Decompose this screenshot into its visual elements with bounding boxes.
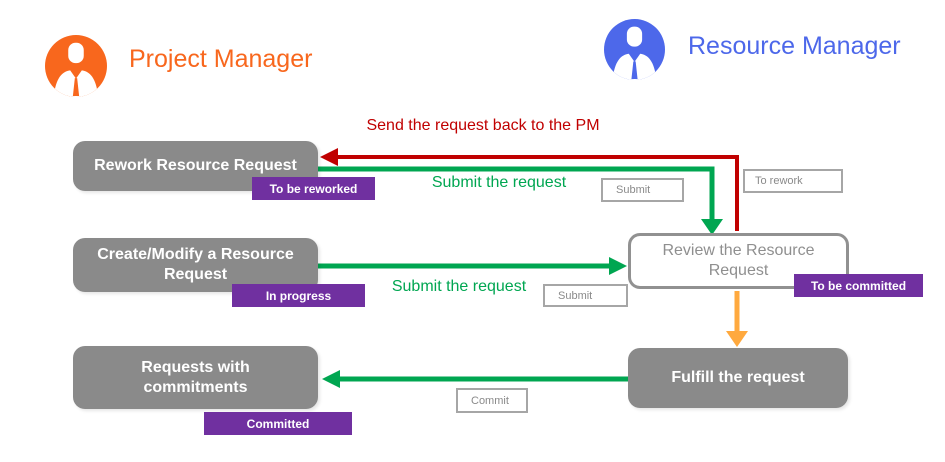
arrowhead-commit xyxy=(322,370,340,388)
status-badge-to-be-reworked: To be reworked xyxy=(252,177,375,200)
arrowhead-send-back xyxy=(320,148,338,166)
commit-button[interactable]: Commit xyxy=(456,388,528,413)
status-badge-committed: Committed xyxy=(204,412,352,435)
node-label: Review the Resource Request xyxy=(662,242,815,279)
edge-label-submit-rework: Submit the request xyxy=(431,174,567,191)
node-label: Rework Resource Request xyxy=(94,157,297,174)
node-review-resource-request: Review the Resource Request xyxy=(628,233,849,289)
pm-avatar xyxy=(45,35,107,97)
submit-button-create[interactable]: Submit xyxy=(543,284,628,307)
status-badge-in-progress: In progress xyxy=(232,284,365,307)
node-label: Create/Modify a Resource Request xyxy=(97,246,294,283)
node-label: Fulfill the request xyxy=(671,369,805,386)
arrowhead-review-to-fulfill xyxy=(726,331,748,347)
node-create-modify-request: Create/Modify a Resource Request xyxy=(73,238,318,292)
edge-label-submit-create: Submit the request xyxy=(391,278,527,295)
submit-button-rework[interactable]: Submit xyxy=(601,178,684,202)
node-label: Requests with commitments xyxy=(141,358,250,396)
edge-label-send-back: Send the request back to the PM xyxy=(366,117,600,134)
node-requests-with-commitments: Requests with commitments xyxy=(73,346,318,409)
to-rework-button[interactable]: To rework xyxy=(743,169,843,193)
node-fulfill-request: Fulfill the request xyxy=(628,348,848,408)
rm-avatar xyxy=(604,19,665,80)
status-badge-to-be-committed: To be committed xyxy=(794,274,923,297)
person-icon xyxy=(53,42,99,97)
person-icon xyxy=(612,26,657,80)
arrowhead-submit-create xyxy=(609,257,627,275)
pm-role-label: Project Manager xyxy=(129,45,313,73)
rm-role-label: Resource Manager xyxy=(688,32,901,60)
